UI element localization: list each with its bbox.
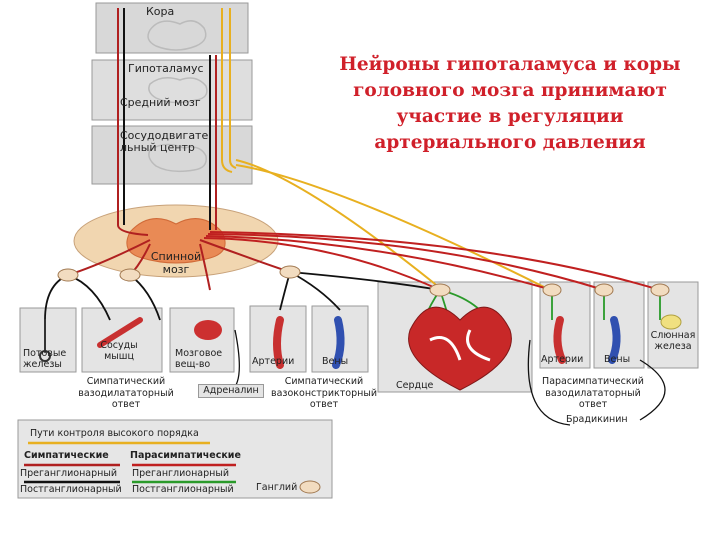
legend-preganglionic: Преганглионарный (20, 468, 118, 479)
adrenaline-label: Адреналин (198, 384, 264, 398)
vessel-icons (44, 316, 621, 369)
vasomotor-label: Сосудодвигате льный центр (120, 129, 209, 154)
muscle-vessels-panel (81, 307, 163, 373)
legend-panel (17, 419, 333, 499)
parasymp-vasodilator-label: Парасимпатический вазодилататорный ответ (542, 376, 644, 410)
veins-2-label: Вены (604, 354, 631, 365)
arteries-2-label: Артерии (541, 354, 584, 365)
arteries-label: Артерии (252, 356, 295, 367)
hypothalamus-label: Гипоталамус (128, 62, 204, 75)
adrenal-icon (194, 320, 222, 340)
midbrain-label: Средний мозг (120, 96, 201, 109)
legend-sympathetic: Симпатические (24, 450, 109, 461)
adrenal-panel (169, 307, 235, 373)
bradykinin-label: Брадикинин (566, 414, 628, 425)
legend-postganglionic: Постганглионарный (20, 484, 122, 495)
salivary-panel (647, 281, 699, 369)
symp-vasodilator-label: Симпатический вазодилататорный ответ (78, 376, 174, 410)
legend-postganglionic-2: Постганглионарный (132, 484, 234, 495)
legend-preganglionic-2: Преганглионарный (132, 468, 230, 479)
brain-sketch-icon (147, 20, 208, 173)
spinal-cord-label: Спинной мозг (150, 250, 202, 276)
legend-ganglion: Ганглий (256, 482, 298, 493)
salivary-gland-label: Слюнная железа (650, 330, 696, 352)
ganglion-nodes (57, 265, 670, 494)
sweat-glands-label: Потовые железы (23, 348, 67, 370)
legend-lines (24, 441, 236, 484)
sweat-gland-panel (19, 307, 77, 373)
legend-higher-paths: Пути контроля высокого порядка (30, 428, 199, 439)
heart-label: Сердце (396, 380, 434, 391)
cortex-label: Кора (146, 5, 175, 18)
legend-parasympathetic: Парасимпатические (130, 450, 241, 461)
muscle-vessels-label: Сосуды мышц (100, 340, 138, 362)
heart-icon (408, 306, 512, 391)
veins-label: Вены (322, 356, 349, 367)
sweat-gland-icon (39, 350, 51, 362)
salivary-gland-icon (660, 314, 682, 330)
arteries-2-panel (539, 281, 591, 369)
symp-vasoconstrictor-label: Симпатический вазоконстрикторный ответ (270, 376, 377, 410)
descending-paths (67, 8, 661, 291)
page-title: Нейроны гипоталамуса и коры головного мо… (339, 54, 681, 153)
adrenal-medulla-label: Мозговое вещ-во (175, 348, 223, 370)
